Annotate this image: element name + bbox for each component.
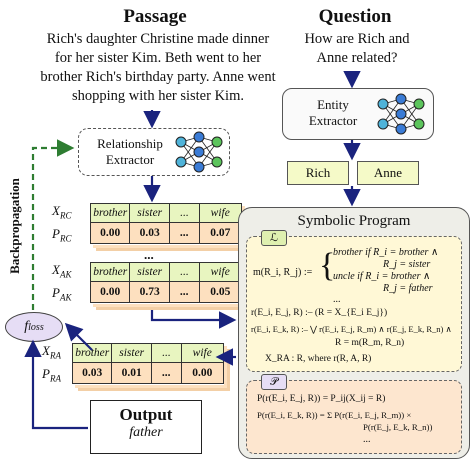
entity-extractor-box: Entity Extractor — [282, 88, 434, 140]
relation-cell: wife — [199, 263, 241, 281]
backprop-arrow — [31, 139, 75, 310]
symbolic-program-title: Symbolic Program — [297, 213, 411, 229]
rule-line: P(r(E_i, E_k, R)) = Σ P(r(E_i, E_j, R_m)… — [257, 410, 412, 420]
loss-sub: loss — [28, 321, 44, 333]
rule-line: R_j = sister — [383, 259, 431, 270]
relation-cell: brother — [91, 204, 131, 222]
arrow-table-to-loss — [64, 322, 93, 351]
relationship-extractor-box: Relationship Extractor — [78, 128, 230, 176]
rule-line: r(E_i, E_k, R) :– ⋁ r(E_i, E_j, R_m) ∧ r… — [251, 324, 452, 334]
table-rc: XRC PRC brother sister ... wife 0.00 0.0… — [52, 199, 242, 249]
rules-P-box: 𝒫 P(r(E_i, E_j, R)) = P_ij(X_ij = R) P(r… — [246, 374, 462, 454]
tables-ellipsis: ... — [144, 247, 154, 262]
rule-line: ... — [333, 294, 341, 305]
relation-cell: sister — [112, 344, 152, 362]
relation-cell: ... — [169, 204, 200, 222]
rule-line: R_j = father — [383, 283, 433, 294]
prob-cell: 0.07 — [199, 223, 241, 243]
rule-line: X_RA : R, where r(R, A, R) — [265, 354, 372, 364]
question-line: How are Rich and — [304, 31, 410, 47]
tag-P: 𝒫 — [261, 374, 287, 390]
prob-cell: ... — [151, 363, 182, 383]
arrow-tables-to-program — [150, 310, 237, 329]
symbolic-program-box: Symbolic Program ℒ m(R_i, R_j) := { brot… — [238, 207, 470, 459]
passage-line: shopping with her sister Kim. — [72, 88, 244, 104]
rule-line: P(r(E_j, E_k, R_n)) — [363, 422, 433, 432]
output-box: Output father — [90, 400, 202, 454]
p-label: PRA — [42, 366, 61, 384]
entity-rich: Rich — [287, 161, 349, 185]
relation-cell: ... — [151, 344, 182, 362]
output-title: Output — [119, 405, 173, 424]
rule-line: R = m(R_m, R_n) — [335, 338, 405, 348]
tag-L: ℒ — [261, 230, 287, 246]
x-label: XAK — [52, 262, 72, 280]
prob-cell: ... — [169, 282, 200, 302]
x-label: XRA — [42, 343, 61, 361]
relation-cell: sister — [130, 204, 170, 222]
passage-line: for her sister Kim. Beth went to her — [54, 50, 262, 66]
neural-net-icon — [175, 131, 223, 173]
rule-line: uncle if R_i = brother ∧ — [333, 271, 431, 282]
passage-line: Rich's daughter Christine made dinner — [46, 31, 270, 47]
rule-line: brother if R_i = brother ∧ — [333, 247, 439, 258]
question-text: How are Rich and Anne related? — [282, 30, 432, 68]
rule-lhs-m: m(R_i, R_j) := — [253, 267, 313, 278]
relationship-extractor-label: Extractor — [105, 152, 155, 167]
neural-net-icon — [377, 93, 425, 135]
table-ra: XRA PRA brother sister ... wife 0.03 0.0… — [42, 339, 232, 389]
prob-cell: 0.03 — [73, 363, 113, 383]
passage-title: Passage — [123, 6, 187, 27]
entity-extractor-label: Extractor — [308, 113, 358, 128]
arrow-output-to-loss — [24, 339, 88, 430]
rules-L-box: ℒ m(R_i, R_j) := { brother if R_i = brot… — [246, 230, 462, 372]
relation-cell: wife — [199, 204, 241, 222]
question-title: Question — [318, 6, 392, 27]
passage-line: brother Rich's birthday party. Anne went — [40, 69, 276, 85]
relation-cell: wife — [181, 344, 223, 362]
relation-cell: sister — [130, 263, 170, 281]
prob-cell: 0.01 — [112, 363, 152, 383]
prob-cell: 0.05 — [199, 282, 241, 302]
question-line: Anne related? — [316, 50, 398, 66]
x-label: XRC — [52, 203, 72, 221]
prob-cell: 0.00 — [181, 363, 223, 383]
relation-cell: ... — [169, 263, 200, 281]
rule-line: ... — [363, 434, 371, 445]
entity-extractor-label: Entity — [317, 97, 349, 112]
passage-text: Rich's daughter Christine made dinner fo… — [8, 30, 308, 106]
relationship-extractor-label: Relationship — [97, 136, 163, 151]
p-label: PAK — [52, 285, 72, 303]
prob-cell: ... — [169, 223, 200, 243]
rule-line: P(r(E_i, E_j, R)) = P_ij(X_ij = R) — [257, 394, 386, 404]
prob-cell: 0.00 — [91, 223, 131, 243]
loss-label: f — [24, 319, 29, 334]
relation-cell: brother — [91, 263, 131, 281]
prob-cell: 0.03 — [130, 223, 170, 243]
prob-cell: 0.73 — [130, 282, 170, 302]
output-value: father — [129, 425, 163, 440]
entity-anne: Anne — [357, 161, 419, 185]
relation-cell: brother — [73, 344, 113, 362]
prob-cell: 0.00 — [91, 282, 131, 302]
p-label: PRC — [52, 226, 72, 244]
rule-line: r(E_i, E_j, R) :– (R = X_{E_i E_j}) — [251, 308, 388, 318]
table-ak: XAK PAK brother sister ... wife 0.00 0.7… — [52, 258, 242, 308]
